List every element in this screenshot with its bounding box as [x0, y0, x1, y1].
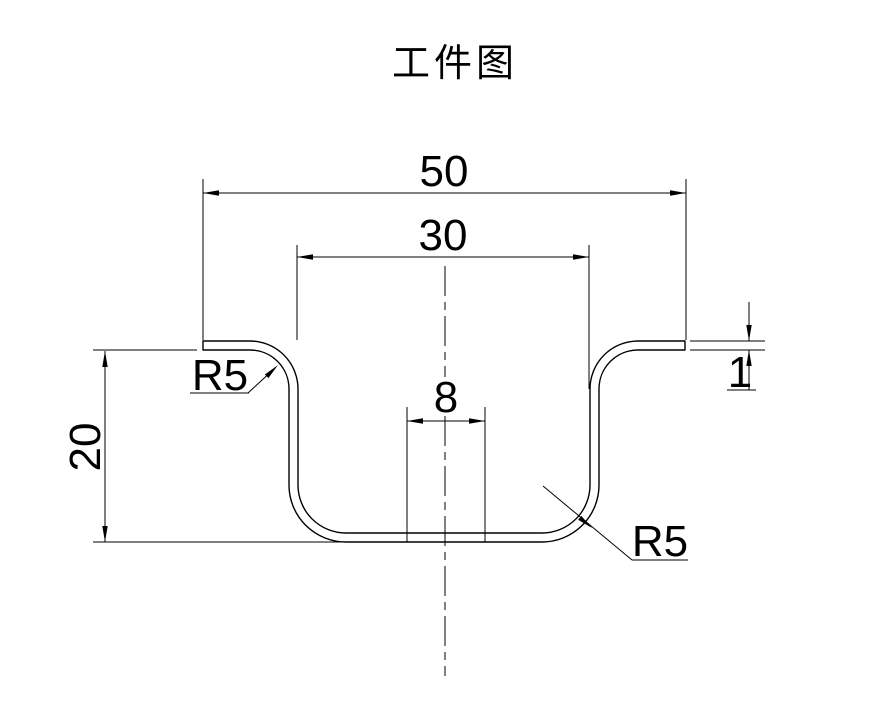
arrowhead-right-icon: [469, 418, 485, 424]
label-background: [429, 377, 463, 416]
dim-label-opening-width: 30: [419, 211, 468, 260]
dim-label-bottom-width: 8: [434, 373, 458, 422]
dim-opening-width: 30: [296, 211, 590, 389]
part-section-outline: [202, 340, 686, 543]
arrowhead-bottom-icon: [102, 526, 108, 542]
arrowhead-se-icon: [578, 515, 592, 528]
arrowhead-right-icon: [670, 190, 686, 196]
arrowhead-up-icon: [746, 350, 752, 366]
radius-callout-left: R5: [190, 351, 278, 400]
dim-label-height: 20: [61, 423, 110, 472]
drawing-title: 工件图: [392, 43, 518, 85]
arrowhead-down-icon: [746, 325, 752, 341]
arrowhead-left-icon: [407, 418, 423, 424]
arrowhead-ne-icon: [264, 365, 278, 379]
dim-label-thickness: 1: [728, 348, 752, 397]
radius-label-left: R5: [192, 351, 248, 400]
arrowhead-left-icon: [297, 254, 313, 260]
dim-height: 20: [61, 349, 348, 543]
arrowhead-left-icon: [203, 190, 219, 196]
radius-callout-right: R5: [542, 485, 688, 566]
radius-label-right: R5: [632, 517, 688, 566]
dim-thickness: 1: [690, 302, 765, 397]
arrowhead-top-icon: [102, 351, 108, 367]
dim-label-overall-width: 50: [420, 147, 469, 196]
dim-bottom-width: 8: [406, 373, 486, 542]
dim-overall-width: 50: [202, 147, 687, 340]
arrowhead-right-icon: [573, 254, 589, 260]
